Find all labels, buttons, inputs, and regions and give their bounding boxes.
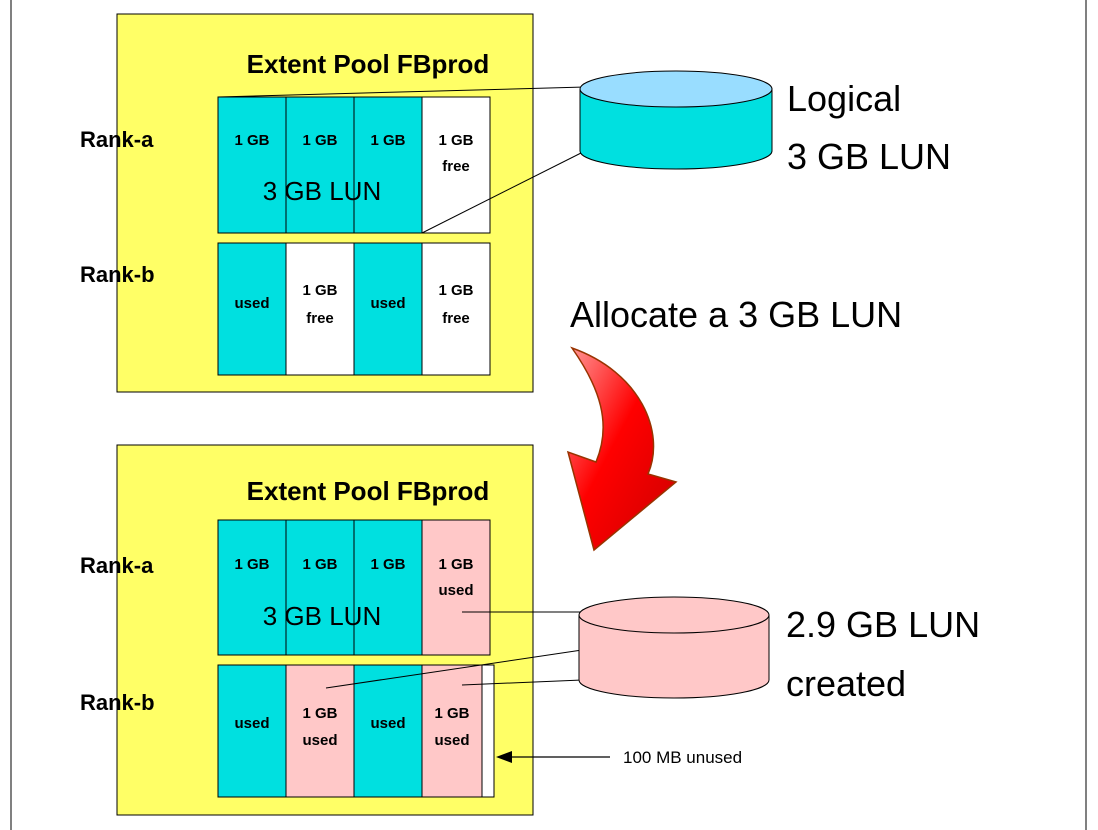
bottom-connector-rank-b-2 [461,679,583,686]
bottom-rank-b-label: Rank-b [80,690,155,715]
top-rank-b-extent-4-sublabel: free [442,310,470,327]
bottom-rank-a-label: Rank-a [80,553,154,578]
bottom-extent-pool: Extent Pool FBprod Rank-a Rank-b 1 GB 1 … [80,444,534,816]
top-rank-a-extent-4-label: 1 GB [438,132,473,149]
top-connector-upper [217,86,586,98]
top-rank-a-extent-1-label: 1 GB [234,132,269,149]
top-lun-caption-line1: Logical [787,78,901,119]
bottom-lun-caption-line2: created [786,663,906,704]
top-rank-b-extent-2-sublabel: free [306,310,334,327]
bottom-rank-a-extent-4-label: 1 GB [438,556,473,573]
bottom-rank-a-lun-label: 3 GB LUN [263,601,382,631]
bottom-rank-b-extent-3 [353,664,423,798]
bottom-rank-a-extent-2 [285,519,355,656]
bottom-disk-body [578,614,770,699]
bottom-rank-b-extent-4-sublabel: used [434,732,469,749]
bottom-rank-a-extent-3 [353,519,423,656]
top-rank-b-extent-3 [353,242,423,376]
bottom-rank-a-extent-4 [421,519,491,656]
top-rank-b-extent-2-label: 1 GB [302,282,337,299]
bottom-rank-b-extent-1-label: used [234,715,269,732]
bottom-disk-top [578,596,770,634]
top-extent-pool: Extent Pool FBprod Rank-a Rank-b 1 GB 1 … [80,13,534,393]
top-rank-b-extent-1 [217,242,287,376]
unused-label: 100 MB unused [623,748,742,767]
top-rank-a-extent-3-label: 1 GB [370,132,405,149]
top-rank-a-extent-4-sublabel: free [442,158,470,175]
bottom-lun-caption-line1: 2.9 GB LUN [786,604,980,645]
bottom-rank-a-extent-3-label: 1 GB [370,556,405,573]
top-rank-b-extent-2 [285,242,355,376]
top-pool-title: Extent Pool FBprod [247,49,490,79]
top-rank-b-extent-4 [421,242,491,376]
bottom-rank-b-unused-strip [481,664,495,798]
top-rank-a-extent-1 [217,96,287,234]
unused-pointer-arrowhead-icon [496,751,512,763]
top-lun-caption-line2: 3 GB LUN [787,136,951,177]
bottom-rank-b-extent-4-label: 1 GB [434,705,469,722]
curved-arrow-icon [566,346,678,552]
top-rank-b-extent-3-label: used [370,295,405,312]
top-rank-a-lun-label: 3 GB LUN [263,176,382,206]
top-rank-a-extent-2 [285,96,355,234]
bottom-rank-b-extent-3-label: used [370,715,405,732]
top-connector-lower [421,150,586,234]
top-rank-a-extent-4 [421,96,491,234]
bottom-rank-a-extent-2-label: 1 GB [302,556,337,573]
bottom-connector-rank-b-1 [325,649,583,689]
top-rank-b-label: Rank-b [80,262,155,287]
bottom-rank-a-extent-4-sublabel: used [438,582,473,599]
bottom-lun-disk [578,596,770,699]
bottom-rank-b-extent-2 [285,664,355,798]
allocate-caption: Allocate a 3 GB LUN [570,294,902,335]
top-rank-b-extent-1-label: used [234,295,269,312]
top-rank-a-extent-3 [353,96,423,234]
top-rank-a-label: Rank-a [80,127,154,152]
bottom-rank-b-extent-2-sublabel: used [302,732,337,749]
bottom-rank-b-extent-1 [217,664,287,798]
bottom-pool-title: Extent Pool FBprod [247,476,490,506]
bottom-rank-b-extent-2-label: 1 GB [302,705,337,722]
top-disk-body [579,88,773,170]
bottom-rank-a-extent-1-label: 1 GB [234,556,269,573]
bottom-rank-a-extent-1 [217,519,287,656]
top-lun-disk [579,70,773,170]
top-rank-b-extent-4-label: 1 GB [438,282,473,299]
top-rank-a-extent-2-label: 1 GB [302,132,337,149]
top-disk-top [579,70,773,108]
